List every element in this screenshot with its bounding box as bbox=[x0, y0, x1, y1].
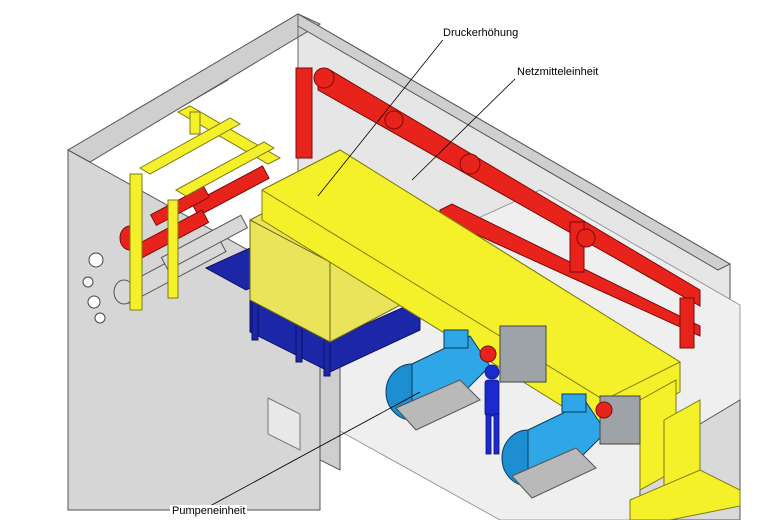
top-rim-left bbox=[66, 13, 322, 163]
valve bbox=[595, 401, 613, 419]
yellow-beams bbox=[129, 105, 741, 520]
wall-opening bbox=[88, 252, 104, 268]
leader-netzmitteleinheit bbox=[411, 73, 521, 181]
label-netzmitteleinheit: Netzmitteleinheit bbox=[515, 66, 601, 79]
pump-terminal-box bbox=[561, 393, 587, 413]
beam-post bbox=[129, 173, 143, 311]
frame-leg bbox=[295, 321, 303, 363]
left-beam bbox=[139, 117, 241, 175]
pump-terminal-box bbox=[443, 329, 469, 349]
pipe-flange bbox=[384, 110, 404, 130]
left-beam bbox=[174, 141, 276, 197]
red-pipework bbox=[119, 67, 701, 349]
frame-leg bbox=[251, 299, 259, 341]
tank-seam bbox=[249, 219, 331, 263]
floor-beam bbox=[629, 469, 741, 520]
frame-base-right bbox=[329, 299, 421, 373]
pipe-branch bbox=[191, 165, 270, 217]
main-beam-top bbox=[260, 149, 682, 401]
manifold-pipe bbox=[160, 214, 249, 271]
label-druckerhoehung: Druckerhöhung bbox=[441, 27, 521, 40]
wall-opening bbox=[82, 276, 94, 288]
wall-opening bbox=[87, 295, 101, 309]
pump-base bbox=[511, 447, 597, 499]
door bbox=[267, 397, 301, 451]
person-icon bbox=[484, 364, 500, 455]
pump-units bbox=[385, 325, 641, 499]
pipe-flange bbox=[459, 153, 481, 175]
callout-leaders bbox=[209, 35, 521, 507]
leader-pumpeneinheit bbox=[209, 391, 421, 507]
beam-post bbox=[167, 199, 179, 299]
leader-druckerhoehung bbox=[317, 35, 447, 197]
pipe-flange bbox=[313, 67, 335, 89]
pipe-riser bbox=[295, 67, 313, 159]
beam-post bbox=[189, 111, 201, 135]
wall-opening bbox=[94, 312, 106, 324]
valve bbox=[479, 345, 497, 363]
pump-casing bbox=[499, 325, 547, 383]
pipe-flange bbox=[576, 228, 596, 248]
pump-base bbox=[395, 379, 481, 431]
pipe-drop bbox=[679, 297, 695, 349]
label-pumpeneinheit: Pumpeneinheit bbox=[170, 505, 248, 518]
